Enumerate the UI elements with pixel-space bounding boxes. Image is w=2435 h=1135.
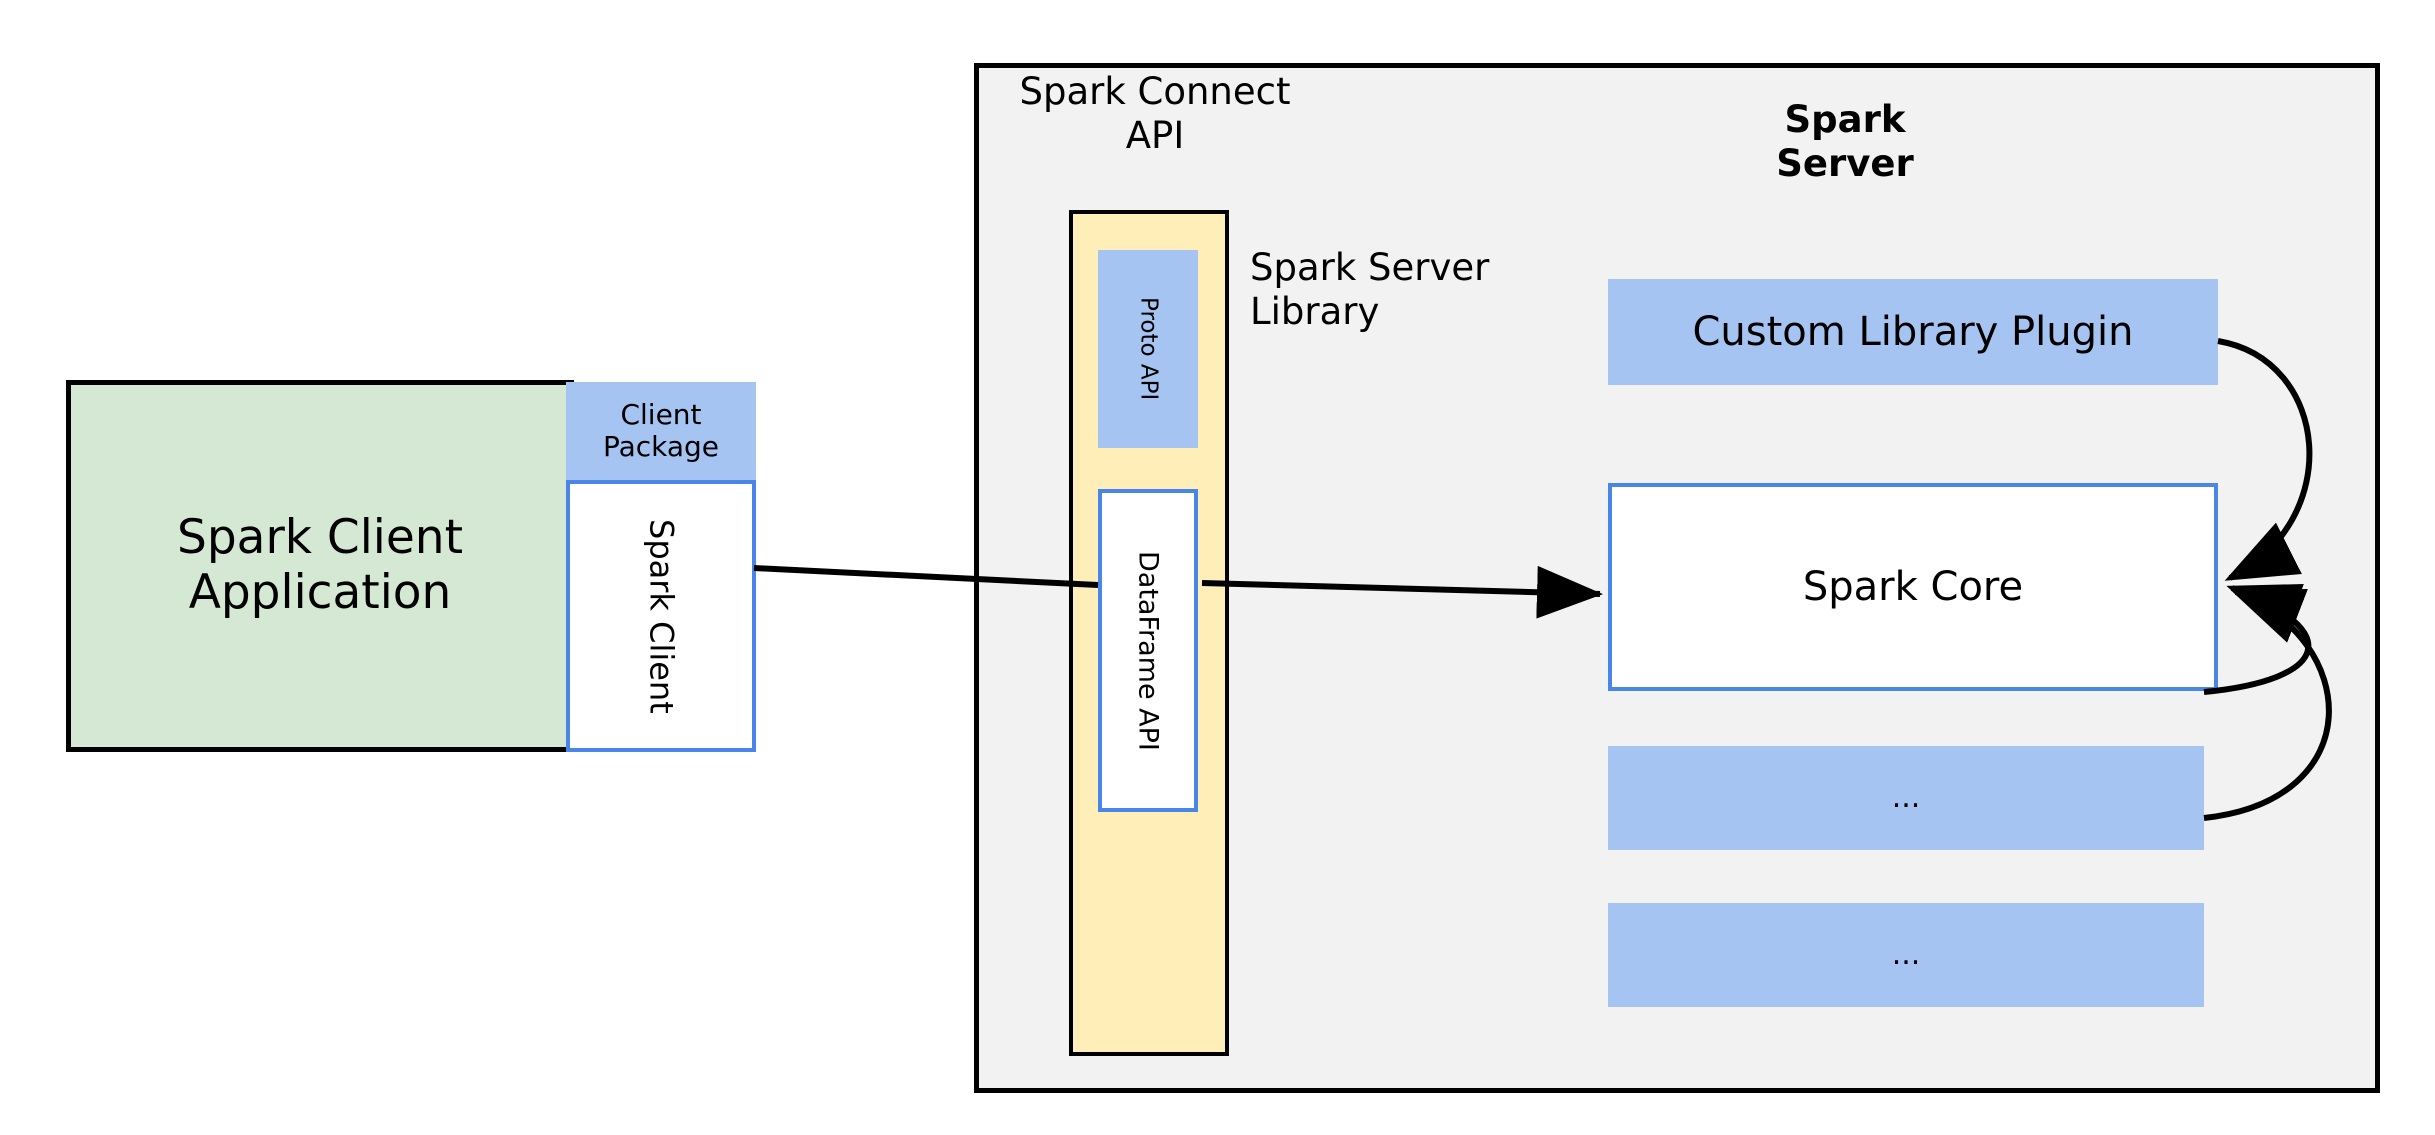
spark-server-library-label: Spark Server Library	[1250, 246, 1490, 333]
spark-server-title: Spark Server	[1776, 98, 1914, 185]
custom-library-plugin-label: Custom Library Plugin	[1692, 308, 2134, 355]
client-package-label: Client Package	[602, 397, 720, 463]
spark-client-label: Spark Client	[642, 518, 681, 714]
spark-client-application-box[interactable]: Spark Client Application	[66, 380, 574, 752]
proto-api-label: Proto API	[1135, 297, 1162, 401]
ellipsis-box-1[interactable]: ...	[1608, 746, 2204, 850]
spark-client-application-label: Spark Client Application	[176, 510, 464, 620]
ellipsis-box-2[interactable]: ...	[1608, 903, 2204, 1007]
client-package-box[interactable]: Client Package	[566, 382, 756, 480]
dataframe-api-label: DataFrame API	[1132, 550, 1164, 751]
custom-library-plugin-box[interactable]: Custom Library Plugin	[1608, 279, 2218, 385]
dataframe-api-box[interactable]: DataFrame API	[1098, 489, 1198, 812]
spark-core-box[interactable]: Spark Core	[1608, 483, 2218, 691]
spark-client-box[interactable]: Spark Client	[566, 480, 756, 752]
spark-connect-api-label: Spark Connect API	[1019, 70, 1291, 157]
ellipsis-box-2-label: ...	[1891, 936, 1921, 972]
ellipsis-box-1-label: ...	[1891, 779, 1921, 815]
proto-api-box[interactable]: Proto API	[1098, 250, 1198, 448]
spark-core-label: Spark Core	[1802, 563, 2024, 610]
